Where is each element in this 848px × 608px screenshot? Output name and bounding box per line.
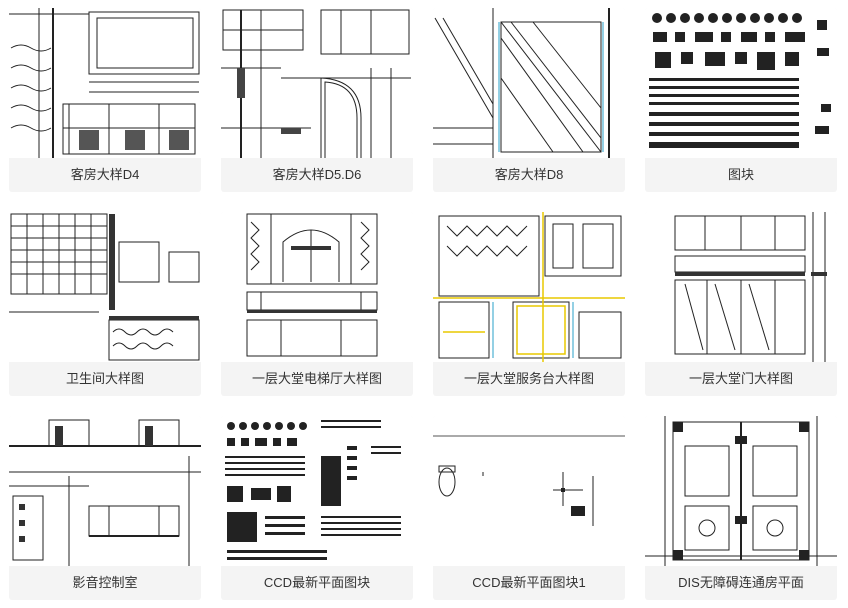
card-title[interactable]: 一层大堂门大样图	[688, 371, 793, 386]
card-title[interactable]: 客房大样D8	[494, 167, 564, 182]
drawing-thumbnail[interactable]	[645, 416, 837, 566]
card-title[interactable]: 影音控制室	[72, 575, 138, 590]
cad-drawing-image	[433, 8, 625, 158]
cad-drawing-image	[9, 8, 201, 158]
card-title[interactable]: 一层大堂电梯厅大样图	[251, 371, 382, 386]
drawing-thumbnail[interactable]	[645, 212, 837, 362]
gallery-card[interactable]: 一层大堂电梯厅大样图	[221, 212, 413, 396]
cad-drawing-image	[9, 212, 201, 362]
gallery-card[interactable]: CCD最新平面图块	[221, 416, 413, 600]
drawing-thumbnail[interactable]	[221, 416, 413, 566]
card-title[interactable]: 一层大堂服务台大样图	[463, 371, 594, 386]
cad-symbol-sheet-image	[221, 416, 413, 566]
gallery-card[interactable]: 客房大样D5.D6	[221, 8, 413, 192]
gallery-card[interactable]: 图块	[645, 8, 837, 192]
cad-drawing-image	[433, 416, 625, 566]
gallery-card[interactable]: 客房大样D8	[433, 8, 625, 192]
card-title[interactable]: CCD最新平面图块1	[472, 575, 586, 590]
gallery-card[interactable]: 卫生间大样图	[9, 212, 201, 396]
drawing-thumbnail[interactable]	[433, 8, 625, 158]
drawing-thumbnail[interactable]	[645, 8, 837, 158]
cad-drawing-image	[9, 416, 201, 566]
cad-drawing-image	[645, 416, 837, 566]
gallery-card[interactable]: DIS无障碍连通房平面	[645, 416, 837, 600]
gallery-card[interactable]: 一层大堂服务台大样图	[433, 212, 625, 396]
drawing-thumbnail[interactable]	[9, 416, 201, 566]
card-title[interactable]: 图块	[727, 167, 754, 182]
card-title[interactable]: CCD最新平面图块	[263, 575, 371, 590]
gallery-card[interactable]: 客房大样D4	[9, 8, 201, 192]
card-title[interactable]: DIS无障碍连通房平面	[678, 575, 804, 590]
drawing-thumbnail[interactable]	[433, 416, 625, 566]
drawing-thumbnail[interactable]	[221, 8, 413, 158]
card-title[interactable]: 客房大样D5.D6	[272, 167, 362, 182]
drawing-thumbnail[interactable]	[221, 212, 413, 362]
gallery-card[interactable]: CCD最新平面图块1	[433, 416, 625, 600]
card-title[interactable]: 客房大样D4	[70, 167, 140, 182]
cad-drawing-image	[221, 212, 413, 362]
gallery-card[interactable]: 影音控制室	[9, 416, 201, 600]
card-title[interactable]: 卫生间大样图	[65, 371, 144, 386]
cad-symbol-sheet-image	[645, 8, 837, 158]
cad-drawing-image	[645, 212, 837, 362]
gallery-card[interactable]: 一层大堂门大样图	[645, 212, 837, 396]
cad-drawing-image	[433, 212, 625, 362]
drawing-thumbnail[interactable]	[433, 212, 625, 362]
drawing-thumbnail[interactable]	[9, 8, 201, 158]
cad-drawing-image	[221, 8, 413, 158]
drawing-thumbnail[interactable]	[9, 212, 201, 362]
